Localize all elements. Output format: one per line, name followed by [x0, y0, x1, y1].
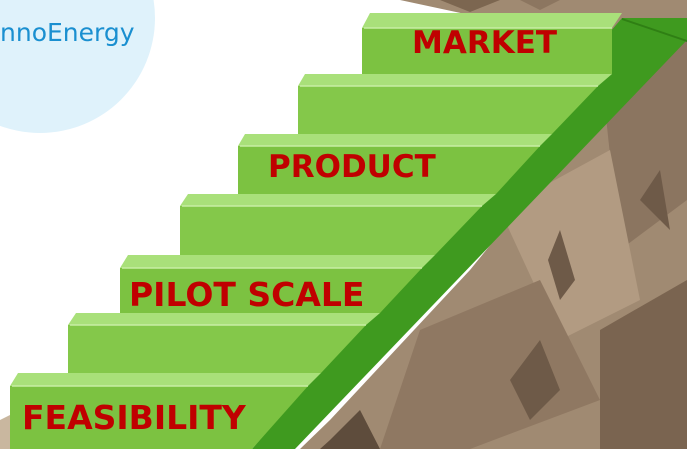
- step-label-pilot-scale: PILOT SCALE: [129, 275, 365, 314]
- ground: [0, 415, 10, 449]
- step-label-product: PRODUCT: [268, 149, 436, 185]
- brand-badge: [0, 0, 155, 133]
- step-label-feasibility: FEASIBILITY: [22, 398, 246, 437]
- stair-steps: [10, 13, 622, 449]
- stair-side: [252, 18, 687, 449]
- brand-name: nnoEnergy: [0, 18, 135, 47]
- step-label-market: MARKET: [412, 25, 558, 61]
